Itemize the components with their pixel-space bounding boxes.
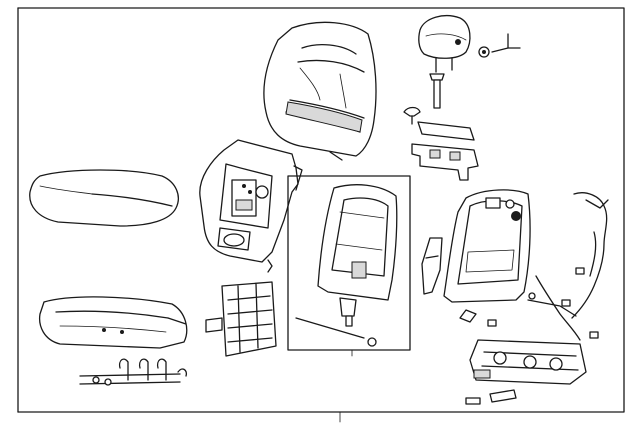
headrest-fastener xyxy=(478,33,521,58)
seat-back-frame xyxy=(295,184,398,347)
headrest-guide-posts xyxy=(403,73,445,125)
seat-cushion-pad xyxy=(29,169,179,227)
lumbar-support xyxy=(205,259,277,357)
headrest-guide-bracket xyxy=(411,121,479,181)
seat-back-cushion xyxy=(443,189,531,323)
seat-cushion-frame xyxy=(38,296,188,349)
seat-back-frame-box xyxy=(287,175,411,357)
seat-back-cover xyxy=(263,21,377,161)
side-trim-panel xyxy=(421,237,443,295)
seat-springs xyxy=(79,358,188,386)
seat-back-panel xyxy=(199,139,303,263)
diagram-frame xyxy=(17,7,625,423)
headrest xyxy=(418,15,471,73)
seat-adjuster xyxy=(465,339,587,405)
wiring-harness xyxy=(487,192,609,341)
